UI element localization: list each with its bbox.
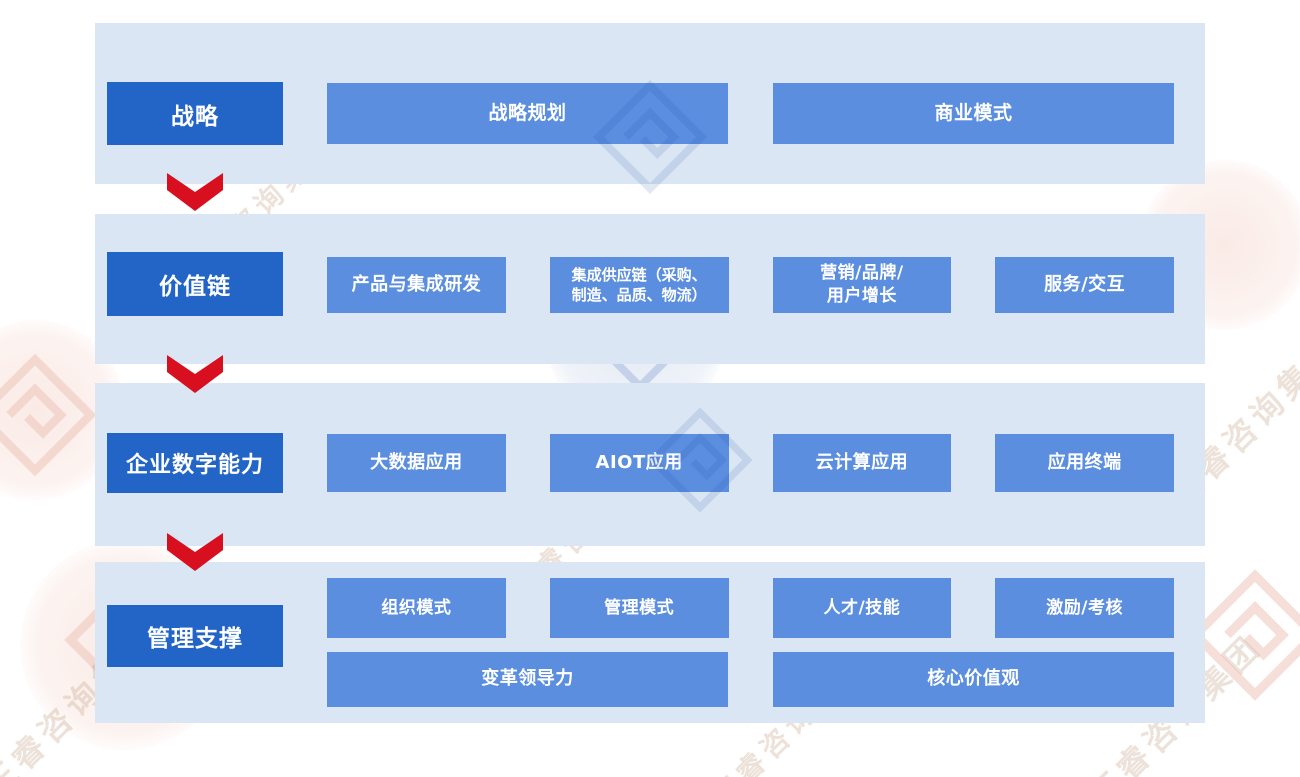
row-band-management-support: 管理支撑 组织模式 管理模式 人才/技能 激励/考核 变革领导力 核心价值观 bbox=[95, 562, 1205, 723]
item-box-talent-skills: 人才/技能 bbox=[772, 578, 952, 638]
item-box-change-leadership: 变革领导力 bbox=[327, 652, 728, 707]
brand-diamond-logo-icon bbox=[0, 345, 105, 485]
row-items-value-chain: 产品与集成研发 集成供应链（采购、 制造、品质、物流） 营销/品牌/ 用户增长 … bbox=[327, 257, 1174, 313]
down-chevron-icon bbox=[167, 533, 223, 571]
item-box-product-rd: 产品与集成研发 bbox=[327, 257, 506, 313]
row-items-management-top: 组织模式 管理模式 人才/技能 激励/考核 bbox=[327, 578, 1174, 638]
row-label-text: 价值链 bbox=[159, 274, 231, 300]
row-items-digital-capability: 大数据应用 AIOT应用 云计算应用 应用终端 bbox=[327, 434, 1174, 492]
row-items-management-bottom: 变革领导力 核心价值观 bbox=[327, 652, 1174, 707]
item-box-terminals: 应用终端 bbox=[995, 434, 1174, 492]
item-box-management-model: 管理模式 bbox=[549, 578, 729, 638]
row-label-strategy: 战略 bbox=[107, 82, 283, 145]
row-label-digital-capability: 企业数字能力 bbox=[107, 433, 283, 493]
row-band-strategy: 战略 战略规划 商业模式 bbox=[95, 23, 1205, 184]
item-box-incentive-assessment: 激励/考核 bbox=[995, 578, 1174, 638]
down-chevron-icon bbox=[167, 173, 223, 211]
row-items-strategy: 战略规划 商业模式 bbox=[327, 83, 1174, 144]
item-box-core-values: 核心价值观 bbox=[773, 652, 1174, 707]
row-label-text: 战略 bbox=[171, 103, 219, 130]
item-box-supply-chain: 集成供应链（采购、 制造、品质、物流） bbox=[549, 257, 729, 313]
item-box-business-model: 商业模式 bbox=[773, 83, 1174, 144]
row-label-value-chain: 价值链 bbox=[107, 252, 283, 316]
row-band-digital-capability: 企业数字能力 大数据应用 AIOT应用 云计算应用 应用终端 bbox=[95, 383, 1205, 546]
item-box-cloud-computing: 云计算应用 bbox=[772, 434, 952, 492]
row-label-text: 管理支撑 bbox=[147, 626, 243, 652]
item-box-service-interaction: 服务/交互 bbox=[995, 257, 1174, 313]
down-chevron-icon bbox=[167, 355, 223, 393]
item-box-organization-model: 组织模式 bbox=[327, 578, 506, 638]
row-label-text: 企业数字能力 bbox=[125, 453, 264, 478]
item-box-strategic-planning: 战略规划 bbox=[327, 83, 728, 144]
row-label-management-support: 管理支撑 bbox=[107, 605, 283, 667]
row-band-value-chain: 价值链 产品与集成研发 集成供应链（采购、 制造、品质、物流） 营销/品牌/ 用… bbox=[95, 214, 1205, 364]
item-box-marketing-brand-growth: 营销/品牌/ 用户增长 bbox=[772, 257, 952, 313]
item-box-aiot: AIOT应用 bbox=[549, 434, 729, 492]
item-box-big-data: 大数据应用 bbox=[327, 434, 506, 492]
